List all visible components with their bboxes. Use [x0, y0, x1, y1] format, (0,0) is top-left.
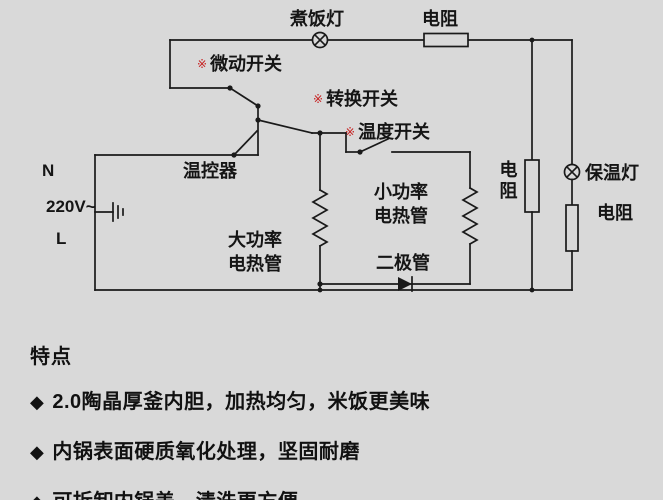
power-source — [94, 154, 259, 291]
feature-item: ◆ 可拆卸内锅盖，清洗更方便 — [30, 485, 645, 500]
bottom-wire — [94, 287, 573, 293]
ref-marker-icon: ※ — [197, 57, 208, 71]
feature-item-text: 可拆卸内锅盖，清洗更方便 — [52, 491, 298, 500]
features-heading: 特点 — [30, 346, 72, 368]
low-power-heater-label: 小功率电热管 — [374, 182, 428, 227]
feature-item-text: 2.0陶晶厚釜内胆，加热均匀，米饭更美味 — [52, 391, 431, 413]
warm-lamp-branch — [563, 39, 581, 291]
diamond-bullet-icon: ◆ — [30, 392, 45, 412]
transfer-switch-icon — [255, 117, 347, 136]
diode-label: 二极管 — [376, 253, 430, 273]
micro-switch-label: ※微动开关 — [197, 53, 282, 76]
diamond-bullet-icon: ◆ — [30, 492, 44, 500]
temperature-switch-label: ※温度开关 — [345, 121, 430, 144]
live-label: L — [56, 229, 67, 248]
neutral-label: N — [42, 161, 55, 180]
feature-item-text: 内锅表面硬质氧化处理，坚固耐磨 — [52, 441, 360, 463]
circuit-diagram — [94, 31, 581, 293]
cooking-lamp-icon — [311, 31, 329, 49]
resistor-mid-label: 电阻 — [497, 160, 518, 202]
top-wire — [169, 39, 573, 89]
ref-marker-icon: ※ — [345, 125, 356, 139]
micro-switch-label-text: 微动开关 — [210, 54, 283, 74]
transfer-switch-label: ※转换开关 — [313, 88, 398, 111]
diode-icon — [317, 276, 471, 292]
transfer-switch-label-text: 转换开关 — [326, 89, 399, 109]
features-section: 特点 ◆ 2.0陶晶厚釜内胆，加热均匀，米饭更美味 ◆ 内锅表面硬质氧化处理，坚固耐… — [30, 340, 645, 500]
resistor-right-label: 电阻 — [597, 203, 633, 223]
resistor-top-icon — [423, 32, 469, 48]
temperature-switch-label-text: 温度开关 — [358, 122, 431, 142]
mid-resistor-branch — [524, 37, 540, 293]
resistor-top-label: 电阻 — [422, 9, 458, 29]
thermostat-contact-icon — [231, 105, 259, 158]
warm-lamp-label: 保温灯 — [585, 163, 639, 183]
temperature-switch-icon — [345, 132, 471, 155]
feature-item: ◆ 2.0陶晶厚釜内胆，加热均匀，米饭更美味 — [30, 385, 645, 414]
high-power-heater-label: 大功率电热管 — [228, 230, 282, 275]
high-power-heater-icon — [311, 132, 329, 291]
feature-item: ◆ 内锅表面硬质氧化处理，坚固耐磨 — [30, 435, 645, 464]
low-power-heater-icon — [461, 151, 479, 285]
cooking-lamp-label: 煮饭灯 — [290, 9, 344, 29]
thermostat-label: 温控器 — [183, 161, 237, 181]
diamond-bullet-icon: ◆ — [30, 442, 45, 462]
ref-marker-icon: ※ — [313, 92, 324, 106]
micro-switch-icon — [169, 85, 261, 109]
voltage-label: 220V~ — [46, 197, 96, 216]
